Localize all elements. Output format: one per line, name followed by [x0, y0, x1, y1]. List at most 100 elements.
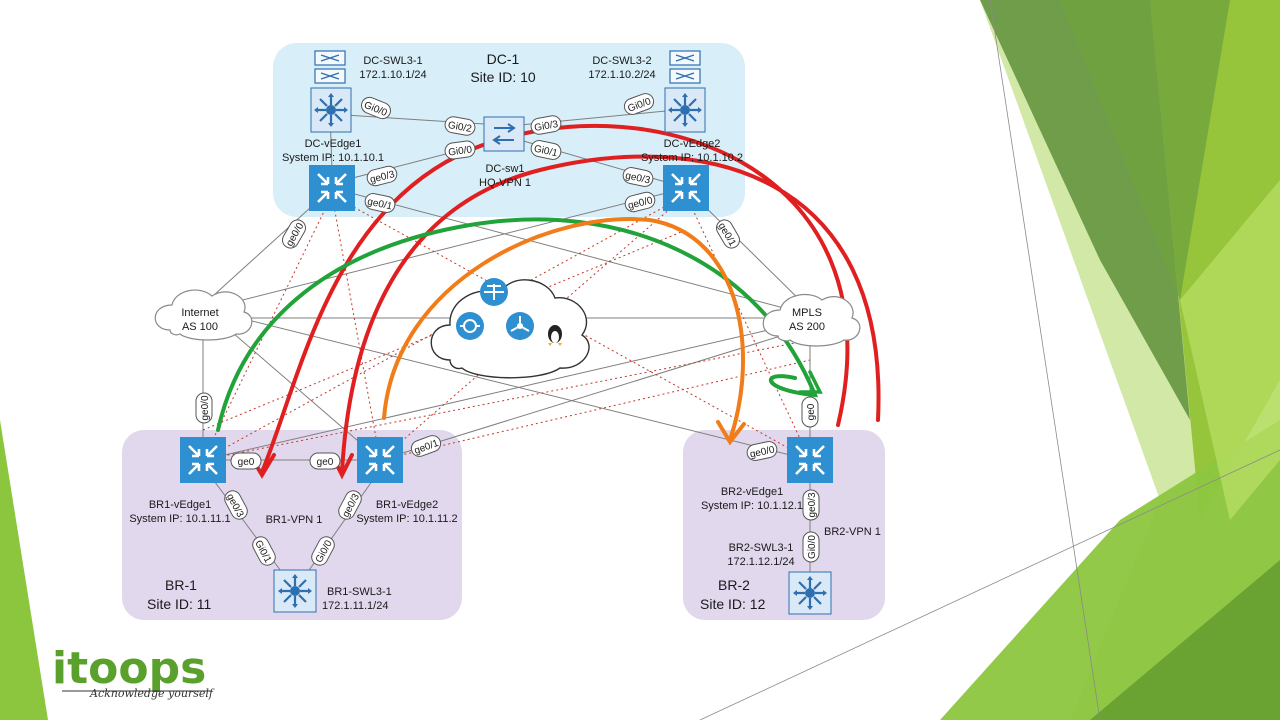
interface-pill: ge0/3 — [802, 489, 820, 521]
switch-stack-icon — [314, 50, 346, 66]
interface-pill: ge0/3 — [622, 167, 654, 187]
mpls-cloud: MPLS AS 200 — [762, 293, 861, 347]
dc1-site-name: DC-1 — [487, 51, 520, 67]
interface-pill: ge0/1 — [410, 435, 442, 457]
br2-vedge1-router[interactable] — [787, 437, 833, 483]
left-decor-shape — [0, 420, 48, 720]
br1-vedge2-name: BR1-vEdge2 — [376, 499, 438, 511]
switch-stack-icon — [314, 68, 346, 84]
br1-vedge1-router[interactable] — [180, 437, 226, 483]
interface-pill: Gi0/0 — [802, 531, 820, 563]
interface-pill: Gi0/3 — [530, 115, 562, 135]
interface-pill: ge0/3 — [224, 490, 248, 520]
dc-swl3-2-ip: 172.1.10.2/24 — [588, 69, 655, 81]
br1-vedge2-system-ip: System IP: 10.1.11.2 — [356, 513, 457, 525]
mpls-cloud-as: AS 200 — [789, 321, 825, 333]
br2-site-name: BR-2 — [718, 577, 750, 593]
interface-pill: Gi0/2 — [444, 116, 476, 136]
orange-flow-arrow-head — [716, 420, 746, 446]
interface-pill: ge0 — [801, 396, 819, 428]
linux-penguin-icon — [548, 325, 562, 346]
dc-vedge1-system-ip: System IP: 10.1.10.1 — [282, 152, 384, 164]
right-decor-shapes — [699, 0, 1280, 720]
orange-flow-arrow — [382, 217, 745, 442]
svg-text:ge0/3: ge0/3 — [807, 492, 818, 517]
dc-swl3-1-ip: 172.1.10.1/24 — [359, 69, 426, 81]
svg-text:Gi0/0: Gi0/0 — [448, 144, 474, 158]
br1-site-id: Site ID: 11 — [147, 596, 212, 612]
interface-pill: Gi0/0 — [623, 93, 655, 115]
br2-vpn-label: BR2-VPN 1 — [824, 526, 881, 538]
svg-text:Gi0/0: Gi0/0 — [807, 535, 818, 559]
dc-vedge2-system-ip: System IP: 10.1.10.2 — [641, 152, 743, 164]
br1-vpn-label: BR1-VPN 1 — [266, 514, 323, 526]
dc-sw1-vpn: HQ-VPN 1 — [479, 177, 531, 189]
svg-text:Gi0/1: Gi0/1 — [533, 144, 559, 160]
br2-swl3-1-name: BR2-SWL3-1 — [729, 542, 794, 554]
br1-vedge1-system-ip: System IP: 10.1.11.1 — [129, 513, 230, 525]
dc-vedge2-name: DC-vEdge2 — [664, 138, 721, 150]
br1-vedge1-name: BR1-vEdge1 — [149, 499, 211, 511]
vsmart-icon — [506, 312, 534, 340]
br2-swl3-1-ip: 172.1.12.1/24 — [727, 556, 794, 568]
interface-pill: Gi0/0 — [444, 140, 476, 160]
internet-cloud-as: AS 100 — [182, 321, 218, 333]
interface-pill: Gi0/0 — [361, 96, 391, 119]
interface-pill: ge0 — [230, 452, 262, 470]
dc1-site-id: Site ID: 10 — [470, 69, 536, 85]
dc-swl3-1-device[interactable] — [310, 50, 352, 133]
interface-pill: ge0/1 — [364, 193, 396, 213]
interface-pill: ge0/3 — [366, 165, 398, 187]
br2-vedge1-system-ip: System IP: 10.1.12.1 — [701, 500, 803, 512]
red-flow-arrow-2 — [340, 154, 881, 474]
switch-arrows-icon — [492, 123, 516, 145]
svg-text:ge0/0: ge0/0 — [749, 444, 776, 460]
switch-stack-icon — [669, 50, 701, 66]
svg-text:Gi0/2: Gi0/2 — [447, 120, 473, 135]
dc-vedge1-name: DC-vEdge1 — [305, 138, 362, 150]
green-flow-arrow-head — [798, 370, 823, 394]
dc-sw1-device[interactable] — [483, 116, 525, 152]
dc-swl3-1-name: DC-SWL3-1 — [363, 55, 422, 67]
br2-site-id: Site ID: 12 — [700, 596, 766, 612]
br2-site-box — [683, 430, 885, 620]
interface-pill: ge0/1 — [716, 219, 740, 249]
dc-sw1-name: DC-sw1 — [485, 163, 524, 175]
svg-text:Gi0/3: Gi0/3 — [534, 119, 560, 134]
svg-text:ge0/0: ge0/0 — [200, 395, 211, 420]
logo-tagline: Acknowledge yourself — [89, 687, 215, 700]
interface-pill: ge0/0 — [624, 191, 656, 213]
logo-brand: itoops — [52, 643, 206, 694]
itoops-logo: itoops Acknowledge yourself — [52, 643, 215, 700]
internet-cloud: Internet AS 100 — [154, 289, 253, 341]
svg-text:ge0/1: ge0/1 — [366, 196, 393, 212]
br1-vedge2-router[interactable] — [357, 437, 403, 483]
svg-text:ge0: ge0 — [238, 457, 255, 468]
interface-pill: ge0/0 — [746, 441, 778, 461]
interface-pill: ge0/0 — [282, 219, 307, 249]
green-flow-arrow — [216, 217, 819, 432]
br2-vedge1-name: BR2-vEdge1 — [721, 486, 783, 498]
sdwan-controllers-cloud — [430, 278, 590, 379]
interface-pill: ge0/0 — [195, 392, 213, 424]
interface-pill: ge0 — [309, 452, 341, 470]
br1-swl3-1-device[interactable] — [273, 569, 317, 613]
svg-text:ge0: ge0 — [806, 403, 817, 420]
interface-pill: Gi0/1 — [530, 140, 562, 160]
svg-text:ge0/3: ge0/3 — [624, 170, 651, 186]
dc-swl3-2-device[interactable] — [664, 50, 706, 133]
br2-swl3-1-device[interactable] — [788, 571, 832, 615]
internet-cloud-name: Internet — [181, 307, 218, 319]
svg-text:ge0: ge0 — [317, 457, 334, 468]
br1-swl3-1-name: BR1-SWL3-1 — [327, 586, 392, 598]
interface-labels: Gi0/0 Gi0/2 Gi0/0 Gi0/3 Gi0/1 Gi0/0 ge0/… — [195, 93, 820, 566]
switch-stack-icon — [669, 68, 701, 84]
dc-vedge2-router[interactable] — [663, 165, 709, 211]
vmanage-icon — [480, 278, 508, 306]
br1-swl3-1-ip: 172.1.11.1/24 — [322, 600, 388, 612]
br1-site-name: BR-1 — [165, 577, 197, 593]
vbond-icon — [456, 312, 484, 340]
dc-vedge1-router[interactable] — [309, 165, 355, 211]
dc-swl3-2-name: DC-SWL3-2 — [592, 55, 651, 67]
